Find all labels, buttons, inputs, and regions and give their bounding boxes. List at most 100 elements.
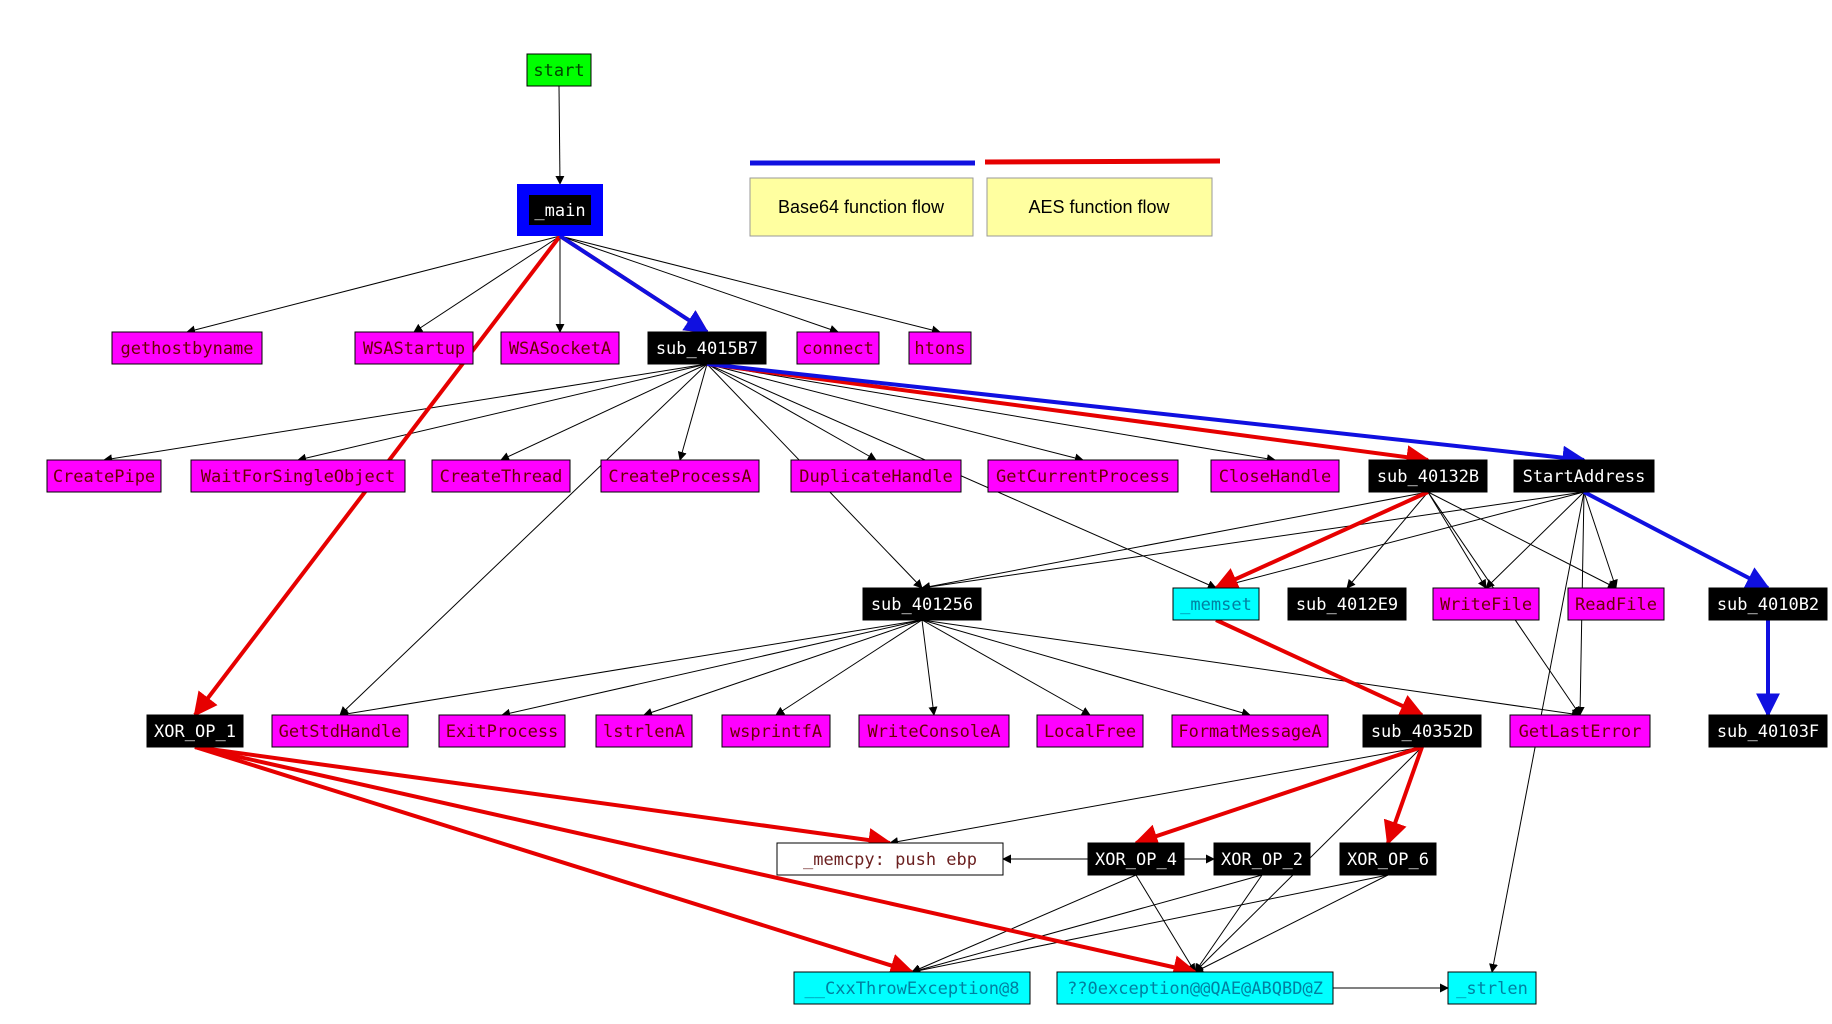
edge-XOR_OP_4-to-CxxThrowException: [911, 874, 1137, 973]
legend-aes-label: AES function flow: [1028, 197, 1170, 217]
node-GetLastError[interactable]: GetLastError: [1509, 714, 1651, 748]
node-sub_40352D[interactable]: sub_40352D: [1362, 714, 1482, 748]
node-CxxThrowException[interactable]: __CxxThrowException@8: [793, 971, 1031, 1005]
node-label-GetStdHandle: GetStdHandle: [279, 722, 402, 742]
node-sub_4012E9[interactable]: sub_4012E9: [1287, 587, 1407, 621]
edge-sub_4015B7-to-CreateProcessA: [677, 363, 708, 461]
edge-sub_40132B-to-WriteFile: [1427, 491, 1487, 589]
edge-sub_4015B7-to-GetStdHandle: [339, 363, 708, 716]
node-WaitForSingleObject[interactable]: WaitForSingleObject: [190, 459, 406, 493]
edge-sub_40132B-to-ReadFile: [1427, 491, 1617, 589]
edge-sub_401256-to-ExitProcess: [501, 619, 923, 718]
node-connect[interactable]: connect: [796, 331, 880, 365]
edge-XOR_OP_6-to-exception: [1194, 874, 1389, 973]
node-label-sub_4015B7: sub_4015B7: [656, 339, 758, 359]
edge-sub_401256-to-GetLastError: [921, 619, 1581, 719]
node-label-ExitProcess: ExitProcess: [446, 722, 559, 742]
node-label-XOR_OP_2: XOR_OP_2: [1221, 850, 1303, 870]
node-lstrlenA[interactable]: lstrlenA: [595, 714, 693, 748]
node-label-WaitForSingleObject: WaitForSingleObject: [201, 467, 395, 487]
node-label-start: start: [533, 61, 584, 81]
edge-sub_401256-to-WriteConsoleA: [921, 619, 938, 716]
node-label-memset: _memset: [1180, 595, 1252, 615]
node-sub_40132B[interactable]: sub_40132B: [1368, 459, 1488, 493]
node-label-CreateProcessA: CreateProcessA: [608, 467, 751, 487]
edge-sub_4015B7-to-GetCurrentProcess: [706, 363, 1084, 463]
node-start[interactable]: start: [526, 53, 592, 87]
node-WSAStartup[interactable]: WSAStartup: [354, 331, 474, 365]
node-memset[interactable]: _memset: [1172, 587, 1260, 621]
legend-aes-box: [986, 177, 1213, 237]
node-XOR_OP_4[interactable]: XOR_OP_4: [1087, 842, 1185, 876]
node-gethostbyname[interactable]: gethostbyname: [111, 331, 263, 365]
node-label-strlen: _strlen: [1456, 979, 1528, 999]
node-CloseHandle[interactable]: CloseHandle: [1210, 459, 1340, 493]
node-WriteFile[interactable]: WriteFile: [1432, 587, 1540, 621]
node-label-ReadFile: ReadFile: [1575, 595, 1657, 615]
edge-sub_40352D-to-memcpy: [889, 746, 1423, 846]
node-label-exception: ??0exception@@QAE@ABQBD@Z: [1067, 979, 1323, 999]
node-CreateThread[interactable]: CreateThread: [431, 459, 571, 493]
node-main[interactable]: _main: [517, 184, 603, 236]
edge-main-to-sub_4015B7-blue: [558, 234, 710, 334]
node-label-main: _main: [534, 201, 585, 221]
node-exception[interactable]: ??0exception@@QAE@ABQBD@Z: [1056, 971, 1334, 1005]
node-GetStdHandle[interactable]: GetStdHandle: [271, 714, 409, 748]
edge-XOR_OP_2-to-exception: [1194, 874, 1263, 973]
node-XOR_OP_6[interactable]: XOR_OP_6: [1339, 842, 1437, 876]
node-XOR_OP_1[interactable]: XOR_OP_1: [146, 714, 244, 748]
edge-sub_40132B-to-sub_4012E9: [1346, 491, 1429, 589]
edge-sub_4015B7-to-sub_40132B-red: [706, 362, 1431, 470]
edge-StartAddress-to-WriteFile: [1485, 491, 1585, 589]
node-label-wsprintfA: wsprintfA: [730, 722, 822, 742]
node-XOR_OP_2[interactable]: XOR_OP_2: [1213, 842, 1311, 876]
edge-XOR_OP_2-to-CxxThrowException: [911, 874, 1263, 975]
node-StartAddress[interactable]: StartAddress: [1513, 459, 1655, 493]
node-label-XOR_OP_4: XOR_OP_4: [1095, 850, 1177, 870]
node-label-CreateThread: CreateThread: [440, 467, 563, 487]
legend-base64-box: [749, 177, 974, 237]
edge-XOR_OP_1-to-CxxThrowException-red: [194, 745, 915, 977]
edge-memset-to-sub_40352D-red: [1215, 618, 1425, 717]
node-label-lstrlenA: lstrlenA: [603, 722, 685, 742]
edge-sub_40132B-to-memset-red: [1213, 490, 1429, 591]
node-htons[interactable]: htons: [908, 331, 972, 365]
legend-base64-label: Base64 function flow: [778, 197, 945, 217]
node-GetCurrentProcess[interactable]: GetCurrentProcess: [987, 459, 1179, 493]
node-FormatMessageA[interactable]: FormatMessageA: [1171, 714, 1329, 748]
node-label-memcpy: _memcpy: push ebp: [803, 850, 977, 870]
node-label-LocalFree: LocalFree: [1044, 722, 1136, 742]
node-memcpy[interactable]: _memcpy: push ebp: [776, 842, 1004, 876]
node-CreatePipe[interactable]: CreatePipe: [46, 459, 162, 493]
node-sub_4015B7[interactable]: sub_4015B7: [647, 331, 767, 365]
edge-sub_40352D-to-XOR_OP_4-red: [1133, 745, 1423, 848]
node-label-sub_4012E9: sub_4012E9: [1296, 595, 1398, 615]
node-ReadFile[interactable]: ReadFile: [1567, 587, 1665, 621]
node-sub_401256[interactable]: sub_401256: [862, 587, 982, 621]
node-strlen[interactable]: _strlen: [1447, 971, 1537, 1005]
edge-sub_4015B7-to-CreatePipe: [103, 363, 708, 464]
edge-XOR_OP_1-to-memcpy-red: [194, 745, 893, 852]
node-label-gethostbyname: gethostbyname: [120, 339, 253, 359]
edge-sub_401256-to-LocalFree: [921, 619, 1091, 716]
node-label-GetCurrentProcess: GetCurrentProcess: [996, 467, 1170, 487]
node-wsprintfA[interactable]: wsprintfA: [721, 714, 831, 748]
edge-sub_401256-to-GetStdHandle: [339, 619, 923, 719]
node-ExitProcess[interactable]: ExitProcess: [438, 714, 566, 748]
legend: Base64 function flow AES function flow: [749, 158, 1221, 237]
nodes: start _main gethostbyname WSAStartup WSASock…: [46, 53, 1828, 1005]
node-WSASocketA[interactable]: WSASocketA: [500, 331, 620, 365]
node-DuplicateHandle[interactable]: DuplicateHandle: [790, 459, 962, 493]
node-sub_40103F[interactable]: sub_40103F: [1708, 714, 1828, 748]
node-label-XOR_OP_1: XOR_OP_1: [154, 722, 236, 742]
node-label-connect: connect: [802, 339, 874, 359]
node-LocalFree[interactable]: LocalFree: [1036, 714, 1144, 748]
node-CreateProcessA[interactable]: CreateProcessA: [600, 459, 760, 493]
edge-main-to-gethostbyname: [186, 235, 561, 335]
node-label-WriteFile: WriteFile: [1440, 595, 1532, 615]
edge-sub_4015B7-to-StartAddress-blue: [706, 362, 1587, 470]
node-WriteConsoleA[interactable]: WriteConsoleA: [858, 714, 1010, 748]
node-sub_4010B2[interactable]: sub_4010B2: [1708, 587, 1828, 621]
edge-sub_401256-to-FormatMessageA: [921, 619, 1251, 718]
